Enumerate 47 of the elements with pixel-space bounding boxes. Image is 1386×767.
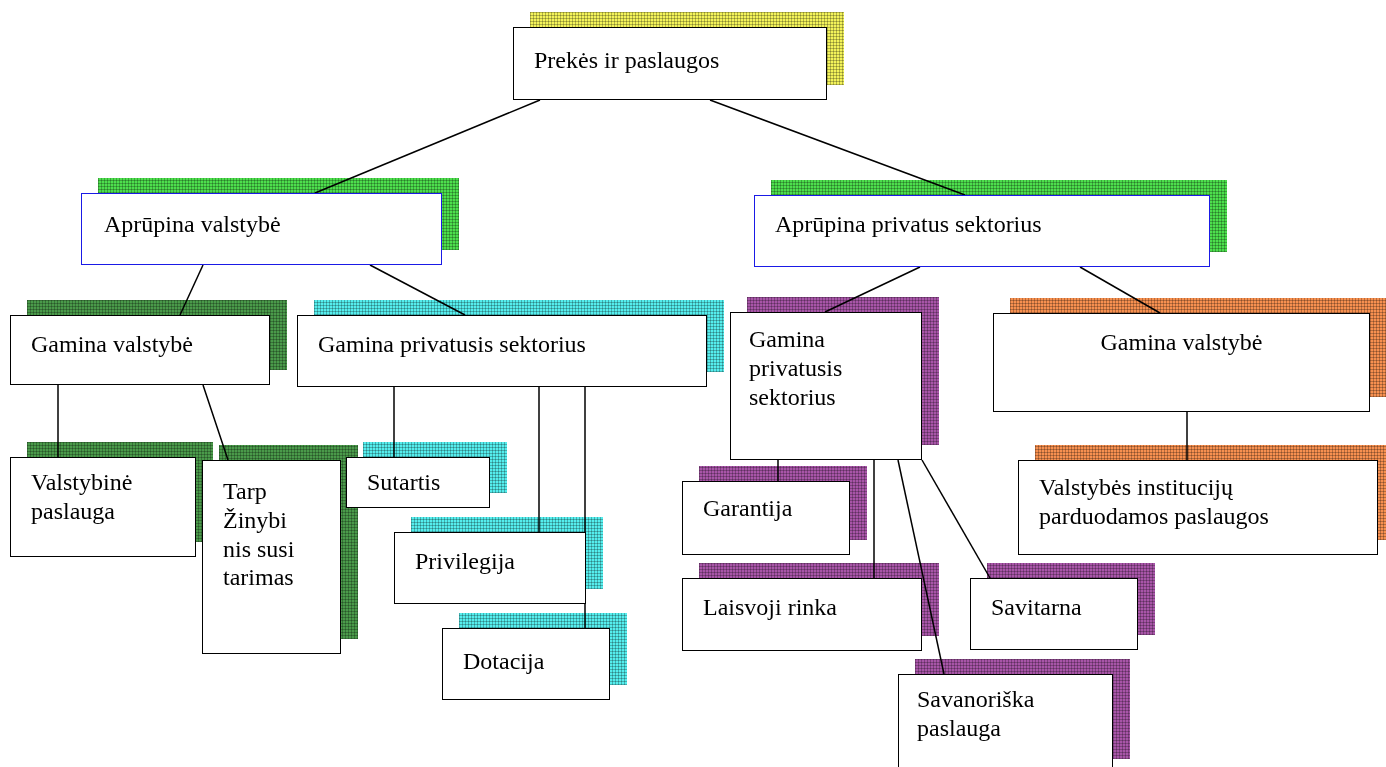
text-box (202, 460, 341, 654)
text-box (993, 313, 1370, 412)
node-label: Aprūpina valstybė (104, 210, 282, 239)
connector-line (314, 99, 541, 194)
node-label: Privilegija (415, 547, 516, 576)
text-box (682, 481, 850, 555)
connector-line (393, 386, 395, 458)
text-box (346, 457, 490, 508)
connector-line (777, 459, 779, 482)
text-box (898, 674, 1113, 767)
text-box (1018, 460, 1378, 555)
connector-line (202, 384, 229, 461)
connector-line (709, 99, 966, 196)
node-label: Gamina privatusis sektorius (318, 330, 587, 359)
node-label: Tarp Žinybi nis susi tarimas (223, 477, 296, 593)
node-label: Savitarna (991, 593, 1083, 622)
connector-line (369, 264, 466, 316)
node-label: Gamina valstybė (1099, 328, 1264, 357)
node-label: Valstybės institucijų parduodamos paslaugos (1039, 473, 1270, 531)
text-box (81, 193, 442, 265)
text-box (970, 578, 1138, 650)
text-box (730, 312, 922, 460)
text-box (682, 578, 922, 651)
text-box (442, 628, 610, 700)
node-label: Savanoriška paslauga (917, 685, 1036, 743)
node-label: Gamina privatusis sektorius (749, 325, 844, 412)
node-label: Garantija (703, 494, 794, 523)
text-box (394, 532, 586, 604)
text-box (10, 315, 270, 385)
node-label: Dotacija (463, 647, 546, 676)
text-box (297, 315, 707, 387)
text-box (513, 27, 827, 100)
node-label: Sutartis (367, 468, 442, 497)
text-box (10, 457, 196, 557)
node-label: Laisvoji rinka (703, 593, 838, 622)
connector-line (873, 459, 875, 579)
node-label: Gamina valstybė (31, 330, 194, 359)
text-box (754, 195, 1210, 267)
connector-line (897, 459, 945, 675)
connector-line (538, 386, 540, 533)
connector-line (824, 266, 921, 313)
connector-line (57, 384, 59, 458)
connector-line (1079, 266, 1161, 314)
node-label: Aprūpina privatus sektorius (775, 210, 1043, 239)
node-label: Prekės ir paslaugos (534, 46, 721, 75)
node-label: Valstybinė paslauga (31, 468, 134, 526)
connector-line (1186, 411, 1188, 461)
